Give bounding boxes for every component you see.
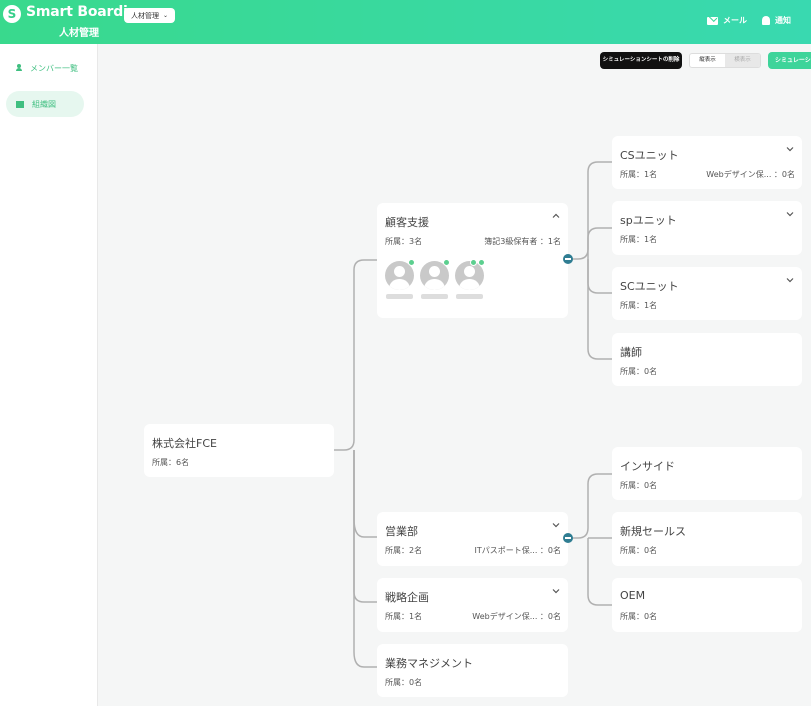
org-card-oem[interactable]: OEM 所属：0名 (612, 578, 802, 632)
status-badge (443, 259, 450, 266)
app-header: S Smart Boarding 人材管理 ⌄ 人材管理 メール 通知 (0, 0, 811, 44)
org-card-operations[interactable]: 業務マネジメント 所属：0名 (377, 644, 568, 697)
org-card-qualification: Webデザイン保... ：0名 (706, 170, 795, 179)
org-card-name: OEM (620, 589, 646, 602)
module-select-label: 人材管理 (131, 11, 159, 20)
org-card-name: CSユニット (620, 149, 679, 162)
org-card-members: 所属：0名 (620, 612, 658, 621)
org-card-new-sales[interactable]: 新規セールス 所属：0名 (612, 512, 802, 566)
org-card-members: 所属：1名 (620, 235, 658, 244)
org-card-name: 新規セールス (620, 525, 686, 538)
notice-link[interactable]: 通知 (762, 15, 791, 26)
org-card-members: 所属：3名 (385, 237, 423, 246)
bell-icon (762, 16, 770, 25)
module-select[interactable]: 人材管理 ⌄ (124, 8, 176, 23)
mail-icon (707, 16, 718, 25)
org-card-qualification: 簿記3級保有者 ：1名 (484, 237, 561, 246)
member-name (456, 294, 483, 299)
sidebar-item-label: 組織図 (32, 99, 56, 109)
sidebar-item-label: メンバー一覧 (30, 63, 78, 73)
org-card-customer-support[interactable]: 顧客支援 所属：3名 簿記3級保有者 ：1名 (377, 203, 568, 318)
org-card-inside[interactable]: インサイド 所属：0名 (612, 447, 802, 500)
org-card-name: 株式会社FCE (152, 437, 217, 450)
mail-label: メール (723, 16, 747, 25)
chevron-down-icon: ⌄ (163, 12, 169, 19)
org-card-members: 所属：0名 (620, 481, 658, 490)
org-card-qualification: Webデザイン保... ：0名 (472, 612, 561, 621)
org-card-root[interactable]: 株式会社FCE 所属：6名 (144, 424, 334, 477)
sidebar: メンバー一覧 組織図 (0, 44, 98, 706)
logo-icon: S (3, 5, 21, 23)
org-card-instructor[interactable]: 講師 所属：0名 (612, 333, 802, 386)
chevron-down-icon[interactable] (786, 276, 794, 284)
org-card-name: インサイド (620, 460, 675, 473)
sidebar-item-members[interactable]: メンバー一覧 (6, 55, 88, 81)
org-card-name: 顧客支援 (385, 216, 429, 229)
avatar[interactable] (385, 261, 414, 290)
vertical-view-option[interactable]: 縦表示 (699, 57, 716, 63)
status-badge (408, 259, 415, 266)
status-badge (478, 259, 485, 266)
chevron-down-icon[interactable] (552, 521, 560, 529)
mail-link[interactable]: メール (707, 15, 747, 26)
horizontal-view-option[interactable]: 横表示 (725, 54, 760, 67)
avatar[interactable] (420, 261, 449, 290)
org-card-name: SCユニット (620, 280, 679, 293)
member-name (386, 294, 413, 299)
org-card-members: 所属：1名 (620, 170, 658, 179)
delete-simulation-sheet-button[interactable]: シミュレーションシートの削除 (600, 52, 682, 69)
org-card-cs-unit[interactable]: CSユニット 所属：1名 Webデザイン保... ：0名 (612, 136, 802, 189)
org-card-name: 講師 (620, 346, 642, 359)
org-card-members: 所属：2名 (385, 546, 423, 555)
org-card-members: 所属：6名 (152, 458, 190, 467)
org-card-members: 所属：0名 (620, 367, 658, 376)
org-card-name: 営業部 (385, 525, 418, 538)
org-card-name: spユニット (620, 214, 677, 227)
chevron-down-icon[interactable] (786, 145, 794, 153)
app-logo-text[interactable]: Smart Boarding (26, 4, 148, 20)
org-card-sp-unit[interactable]: spユニット 所属：1名 (612, 201, 802, 255)
org-card-members: 所属：0名 (620, 546, 658, 555)
status-badge (470, 259, 477, 266)
member-name (421, 294, 448, 299)
view-toggle[interactable]: 縦表示 横表示 (689, 53, 761, 68)
org-card-sales[interactable]: 営業部 所属：2名 ITパスポート保... ：0名 (377, 512, 568, 566)
org-card-name: 戦略企画 (385, 591, 429, 604)
collapse-toggle[interactable] (563, 533, 573, 543)
chevron-down-icon[interactable] (786, 210, 794, 218)
org-card-qualification: ITパスポート保... ：0名 (474, 546, 561, 555)
simulation-button[interactable]: シミュレーション (768, 52, 811, 69)
person-icon (16, 64, 22, 72)
chevron-up-icon[interactable] (552, 212, 560, 220)
org-card-strategy[interactable]: 戦略企画 所属：1名 Webデザイン保... ：0名 (377, 578, 568, 632)
collapse-toggle[interactable] (563, 254, 573, 264)
org-card-members: 所属：0名 (385, 678, 423, 687)
org-card-members: 所属：1名 (385, 612, 423, 621)
chevron-down-icon[interactable] (552, 587, 560, 595)
org-card-name: 業務マネジメント (385, 657, 473, 670)
avatar[interactable] (455, 261, 484, 290)
org-card-members: 所属：1名 (620, 301, 658, 310)
sidebar-item-org-chart[interactable]: 組織図 (6, 91, 84, 117)
org-chart-icon (16, 100, 24, 108)
page-subtitle: 人材管理 (59, 28, 99, 39)
org-card-sc-unit[interactable]: SCユニット 所属：1名 (612, 267, 802, 320)
notice-label: 通知 (775, 16, 791, 25)
